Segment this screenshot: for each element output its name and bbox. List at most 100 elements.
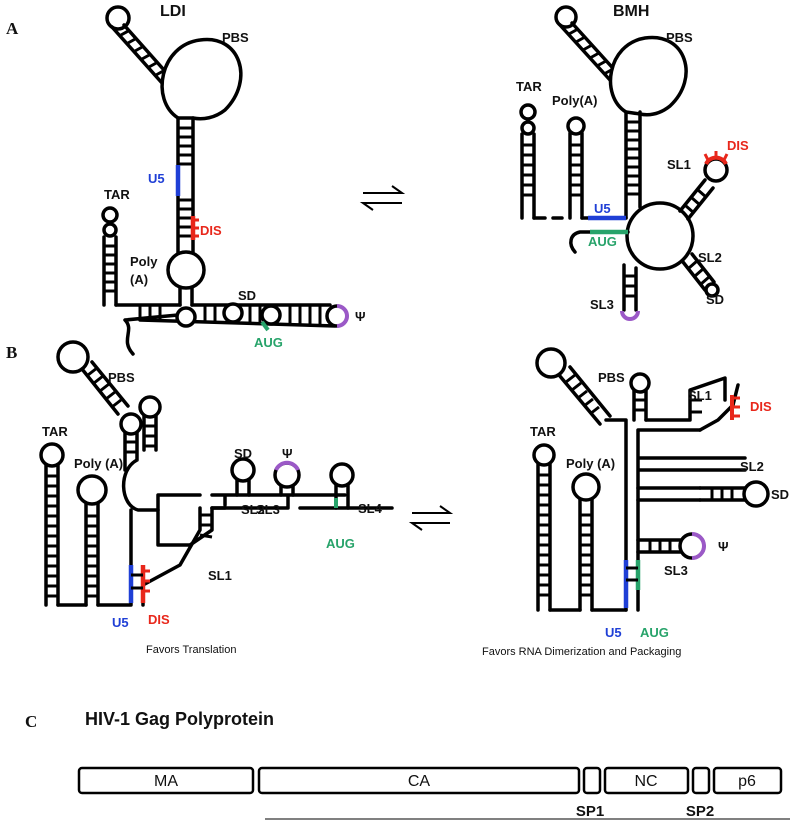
bl-side-hairpin-stem xyxy=(142,414,158,452)
br-u5-label: U5 xyxy=(605,625,622,640)
ldi-junction-loop xyxy=(175,306,197,328)
gag-domain-nc xyxy=(603,766,690,795)
bl-sl4-label: SL4 xyxy=(358,501,383,516)
bl-dis-label: DIS xyxy=(148,612,170,627)
bl-base-strands xyxy=(56,506,202,607)
ldi-title: LDI xyxy=(160,3,186,20)
bmh-tar-loop xyxy=(519,103,537,121)
bl-psi-label: Ψ xyxy=(282,446,293,461)
br-dis-label: DIS xyxy=(750,399,772,414)
ldi-bottom-strands xyxy=(114,303,337,356)
ldi-polya-loop xyxy=(166,250,206,290)
ldi-dis-label: DIS xyxy=(200,223,222,238)
bmh-structure: BMH PBS TAR xyxy=(516,3,749,321)
ldi-psi-label: Ψ xyxy=(355,309,366,324)
br-sl1-rungs xyxy=(690,398,702,414)
bmh-sl2-rungs xyxy=(688,259,710,286)
gag-domain-sp1 xyxy=(582,766,602,795)
ldi-u5-label: U5 xyxy=(148,171,165,186)
bmh-dis-marks xyxy=(703,151,729,166)
b-left-structure: PBS TAR xyxy=(39,340,394,656)
bmh-polya-loop xyxy=(566,116,586,136)
ldi-bulge-2 xyxy=(260,304,282,326)
br-sl3-label: SL3 xyxy=(664,563,688,578)
ldi-bottom-rungs xyxy=(138,305,322,324)
br-top-hairpin-rungs xyxy=(565,373,600,416)
panel-b-letter: B xyxy=(6,343,17,362)
br-tar-rungs xyxy=(538,473,550,597)
bl-u5-rungs xyxy=(131,573,143,590)
gag-title: HIV-1 Gag Polyprotein xyxy=(85,709,274,729)
bl-polya-loop xyxy=(76,474,108,506)
bmh-u5-label: U5 xyxy=(594,201,611,216)
bmh-psi-loop xyxy=(620,310,640,321)
bmh-dis-label: DIS xyxy=(727,138,749,153)
bl-sl2-loop xyxy=(230,457,256,483)
ldi-top-hairpin-rungs xyxy=(120,28,166,77)
bl-internal-loop xyxy=(121,458,158,512)
bl-tar-label: TAR xyxy=(42,424,68,439)
bmh-top-hairpin-rungs xyxy=(568,27,614,76)
gag-polyprotein-bar: MA CA NC p6 SP1 SP2 xyxy=(77,766,790,820)
ldi-aug-label: AUG xyxy=(254,335,283,350)
br-side-hairpin-stem xyxy=(632,389,648,422)
bl-polya-rungs xyxy=(86,514,98,598)
br-polya-label: Poly (A) xyxy=(566,456,615,471)
bl-sl2-label: SL2 xyxy=(241,502,265,517)
b-right-structure: PBS SL1 DIS SL2 SD xyxy=(482,347,789,658)
bmh-pbs-loop xyxy=(608,35,688,117)
bmh-sl3-label: SL3 xyxy=(590,297,614,312)
ldi-sd-label: SD xyxy=(238,288,256,303)
bl-pbs-stem-rungs xyxy=(125,440,137,454)
gag-label-ma: MA xyxy=(154,773,178,790)
ldi-bulge-1 xyxy=(222,302,244,324)
gag-label-sp2: SP2 xyxy=(686,803,714,820)
ldi-pbs-label: PBS xyxy=(222,30,249,45)
bl-psi-highlight xyxy=(274,460,300,471)
gag-label-nc: NC xyxy=(634,773,657,790)
br-sd-label: SD xyxy=(771,487,789,502)
panel-a-letter: A xyxy=(6,19,19,38)
br-top-hairpin-stem xyxy=(557,365,612,426)
bmh-sl3-rungs xyxy=(624,274,636,298)
ldi-structure: LDI PBS U5 DIS Poly xyxy=(101,3,366,356)
bmh-tar-rungs xyxy=(522,143,534,197)
bl-sd-label: SD xyxy=(234,446,252,461)
ldi-tar-stem xyxy=(102,235,118,307)
bl-u5-label: U5 xyxy=(112,615,129,630)
bmh-main-stem xyxy=(624,110,642,220)
bmh-lower-strand xyxy=(569,230,630,254)
gag-domain-p6 xyxy=(712,766,783,795)
ldi-polya-label-2: (A) xyxy=(130,272,148,287)
bmh-pbs-label: PBS xyxy=(666,30,693,45)
bl-polya-label: Poly (A) xyxy=(74,456,123,471)
ldi-tar-rungs xyxy=(104,244,116,293)
br-tar-label: TAR xyxy=(530,424,556,439)
ldi-aug-mark xyxy=(260,320,270,332)
bmh-sd-loop xyxy=(704,282,720,298)
bl-caption: Favors Translation xyxy=(146,644,236,656)
bl-side-hairpin-loop xyxy=(138,395,162,419)
br-caption: Favors RNA Dimerization and Packaging xyxy=(482,646,681,658)
gag-label-p6: p6 xyxy=(738,773,756,790)
br-main-strands xyxy=(604,376,727,612)
ldi-tar-label: TAR xyxy=(104,187,130,202)
bmh-sl2-stem xyxy=(681,252,716,292)
ldi-tar-loop xyxy=(101,206,119,224)
bmh-sl1-rungs xyxy=(685,188,707,215)
ldi-polya-stem xyxy=(178,286,194,307)
br-sl2-label: SL2 xyxy=(740,459,764,474)
bl-aug-label: AUG xyxy=(326,536,355,551)
gag-label-sp1: SP1 xyxy=(576,803,604,820)
br-sl1-label: SL1 xyxy=(688,388,712,403)
br-tar-loop xyxy=(532,443,556,467)
panel-c-letter: C xyxy=(25,712,37,731)
bmh-tar-bulge xyxy=(520,120,536,136)
equilibrium-arrows-a xyxy=(359,185,406,211)
ldi-pbs-loop xyxy=(160,37,243,121)
bmh-polya-label: Poly(A) xyxy=(552,93,598,108)
bmh-sd-label: SD xyxy=(706,292,724,307)
br-polya-loop xyxy=(571,472,601,502)
ldi-main-stem-rungs xyxy=(178,126,193,238)
